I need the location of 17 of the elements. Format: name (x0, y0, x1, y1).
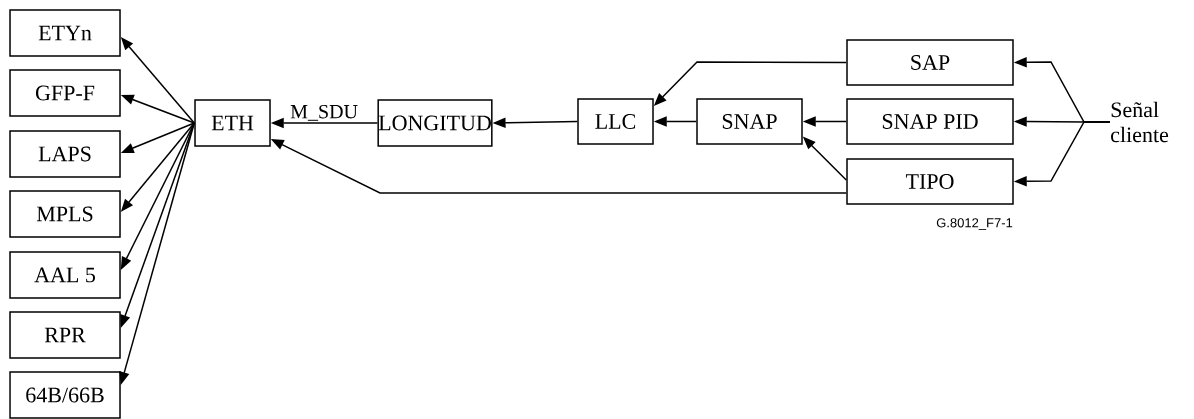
process-box: LAPS (9, 130, 121, 178)
figure-id: G.8012_F7-1 (936, 218, 1013, 230)
process-box: LONGITUD (377, 99, 493, 147)
process-box: MPLS (9, 190, 121, 238)
process-box: TIPO (846, 158, 1014, 205)
process-box: SNAP (696, 98, 803, 145)
process-box: LLC (577, 98, 654, 145)
process-box: 64B/66B (9, 371, 121, 419)
process-box: SAP (846, 39, 1014, 86)
process-box: SNAP PID (846, 98, 1014, 145)
input-label: Señal cliente (1111, 101, 1169, 143)
process-box: RPR (9, 311, 121, 359)
process-box: ETH (194, 99, 271, 147)
edge-label: M_SDU (290, 105, 358, 121)
process-box: AAL 5 (9, 251, 121, 299)
process-box: GFP-F (9, 69, 121, 117)
process-box: ETYn (9, 9, 121, 57)
